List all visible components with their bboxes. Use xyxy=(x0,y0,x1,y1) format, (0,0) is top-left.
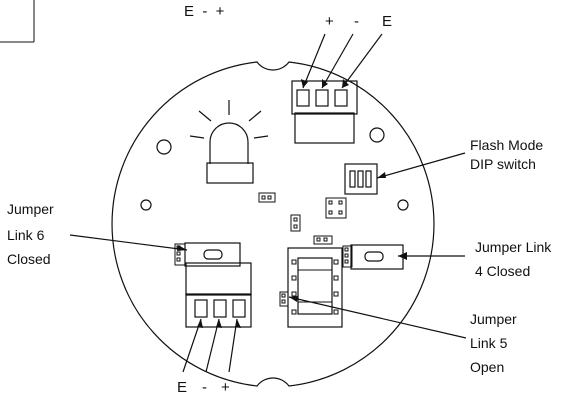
bottom-plus-label: + xyxy=(221,379,230,396)
flash-mode-label-1: Flash Mode xyxy=(470,137,543,153)
jumper-link-6 xyxy=(69,234,241,267)
jumper-6-label-2: Link 6 xyxy=(7,227,45,243)
jumper-6-label-3: Closed xyxy=(7,251,51,267)
jumper-5-label-3: Open xyxy=(470,359,504,375)
bottom-e-label: E xyxy=(177,379,187,396)
small-pads xyxy=(258,192,347,245)
dip-switch xyxy=(344,152,466,195)
jumper-4-label-2: 4 Closed xyxy=(475,263,530,279)
jumper-6-label-1: Jumper xyxy=(7,201,54,217)
bottom-minus-label: - xyxy=(202,379,207,396)
led-icon xyxy=(189,100,269,184)
mounting-holes xyxy=(140,127,409,211)
jumper-4-label-1: Jumper Link xyxy=(475,239,552,255)
flash-mode-label-2: DIP switch xyxy=(470,156,536,172)
top-terminal-block xyxy=(291,33,383,144)
jumper-link-4 xyxy=(342,244,465,270)
top-left-terminal-label: E - + xyxy=(184,3,225,20)
jumper-link-5-block xyxy=(279,247,467,339)
top-e-label: E xyxy=(382,13,392,30)
jumper-5-label-1: Jumper xyxy=(470,311,517,327)
top-plus-label: + xyxy=(325,13,334,30)
bottom-terminal-block xyxy=(182,262,252,373)
top-left-frame xyxy=(0,0,35,43)
jumper-5-label-2: Link 5 xyxy=(470,335,508,351)
top-minus-label: - xyxy=(354,13,359,30)
board-outline xyxy=(111,61,435,387)
